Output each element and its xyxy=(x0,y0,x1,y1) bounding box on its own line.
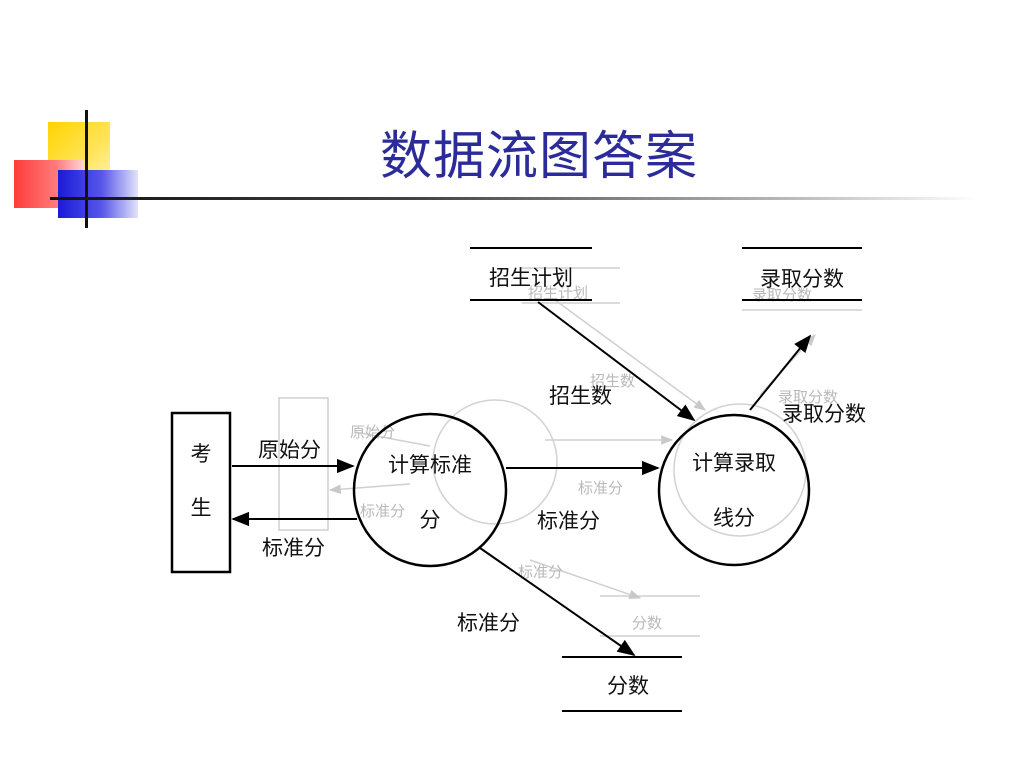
flow-raw-score-label: 原始分 xyxy=(258,438,321,462)
title-decoration-blue-bar xyxy=(58,170,138,218)
ghost-arrow xyxy=(529,559,642,600)
process-circle-admission-line xyxy=(657,413,811,567)
process1-label-line1: 计算标准 xyxy=(388,453,472,477)
ghost-label: 招生数 xyxy=(590,372,635,390)
flow-enrollment-count-label: 招生数 xyxy=(549,384,612,408)
ghost-label: 标准分 xyxy=(578,479,623,497)
ghost-rectangle xyxy=(278,397,329,531)
store-admission-scores-label: 录取分数 xyxy=(760,267,844,291)
flow-standard-score-down-label: 标准分 xyxy=(457,611,520,635)
external-entity-label-line1: 考 xyxy=(191,442,212,466)
ghost-arrow xyxy=(554,299,706,411)
title-underline xyxy=(50,197,980,200)
ghost-label: 标准分 xyxy=(518,563,563,581)
store-admission-plan-label: 招生计划 xyxy=(489,266,573,290)
ghost-arrow xyxy=(354,431,431,447)
process2-label-line1: 计算录取 xyxy=(692,451,776,475)
store-scores-label: 分数 xyxy=(607,674,649,698)
ghost-arrow xyxy=(328,483,411,494)
external-entity-box xyxy=(170,411,232,574)
ghost-circle-1 xyxy=(432,399,558,525)
flow-standard-score-mid-label: 标准分 xyxy=(537,509,600,533)
flow-admission-score-label: 录取分数 xyxy=(782,402,866,426)
ghost-label: 标准分 xyxy=(360,502,405,520)
flow-enrollment-count-arrow xyxy=(537,301,696,422)
flow-standard-score-down-arrow xyxy=(479,547,636,657)
process1-label-line2: 分 xyxy=(420,508,441,532)
process-circle-standard-score xyxy=(352,412,508,568)
flow-standard-score-back-label: 标准分 xyxy=(262,536,325,560)
title-decoration-vertical-line xyxy=(85,110,88,228)
ghost-label: 原始分 xyxy=(350,423,395,441)
ghost-label: 招生计划 xyxy=(528,284,588,302)
ghost-label: 分数 xyxy=(632,614,662,632)
slide-title: 数据流图答案 xyxy=(380,127,699,187)
ghost-label: 录取分数 xyxy=(778,388,838,406)
process2-label-line2: 线分 xyxy=(713,506,755,530)
external-entity-label-line2: 生 xyxy=(191,496,212,520)
flow-admission-score-arrow xyxy=(749,334,812,411)
